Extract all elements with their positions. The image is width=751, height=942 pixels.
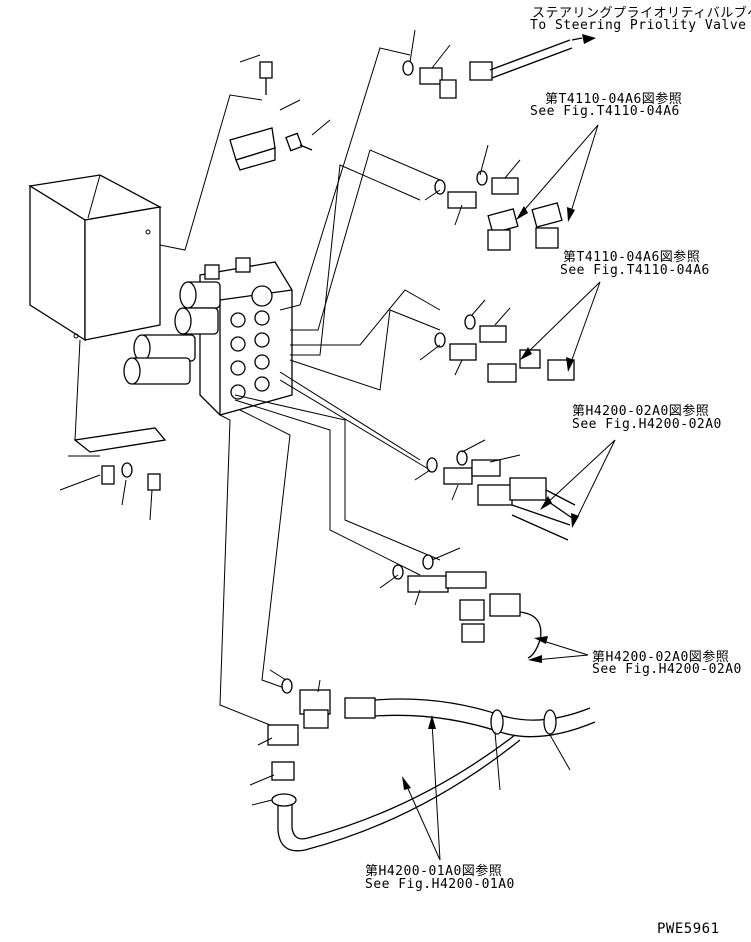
- callout-t4110-b-en: See Fig.T4110-04A6: [560, 263, 710, 278]
- lower-hose-assembly: [249, 669, 596, 852]
- steering-fittings: [402, 29, 596, 99]
- callout-h4200-02-a-en: See Fig.H4200-02A0: [572, 417, 722, 432]
- control-valve-body: [199, 257, 293, 416]
- solenoid-group: [123, 281, 221, 385]
- hydraulic-routing-lines: [159, 47, 441, 726]
- callout-steering-jp: ステアリングプライオリティバルブへ: [532, 6, 751, 21]
- fitting-set-3: [414, 439, 576, 541]
- callout-h4200-02-b-jp: 第H4200-02A0図参照: [592, 650, 730, 665]
- valve-cover: [28, 174, 162, 342]
- callout-t4110-a-en: See Fig.T4110-04A6: [530, 104, 680, 119]
- lower-bracket: [59, 339, 167, 521]
- callout-t4110-a-jp: 第T4110-04A6図参照: [545, 92, 683, 107]
- callout-steering-en: To Steering Priolity Valve: [530, 18, 747, 33]
- callout-h4200-02-b-en: See Fig.H4200-02A0: [592, 662, 742, 677]
- callout-leaders: [402, 124, 616, 861]
- fitting-set-2: [419, 299, 575, 383]
- drawing-code: PWE5961: [657, 921, 720, 937]
- callout-h4200-02-a-jp: 第H4200-02A0図参照: [572, 404, 710, 419]
- callout-h4200-01-en: See Fig.H4200-01A0: [365, 877, 515, 892]
- fitting-set-4: [379, 547, 542, 659]
- upper-bracket: [229, 54, 331, 171]
- callout-h4200-01-jp: 第H4200-01A0図参照: [365, 864, 503, 879]
- callout-t4110-b-jp: 第T4110-04A6図参照: [563, 250, 701, 265]
- fitting-set-1: [424, 144, 563, 251]
